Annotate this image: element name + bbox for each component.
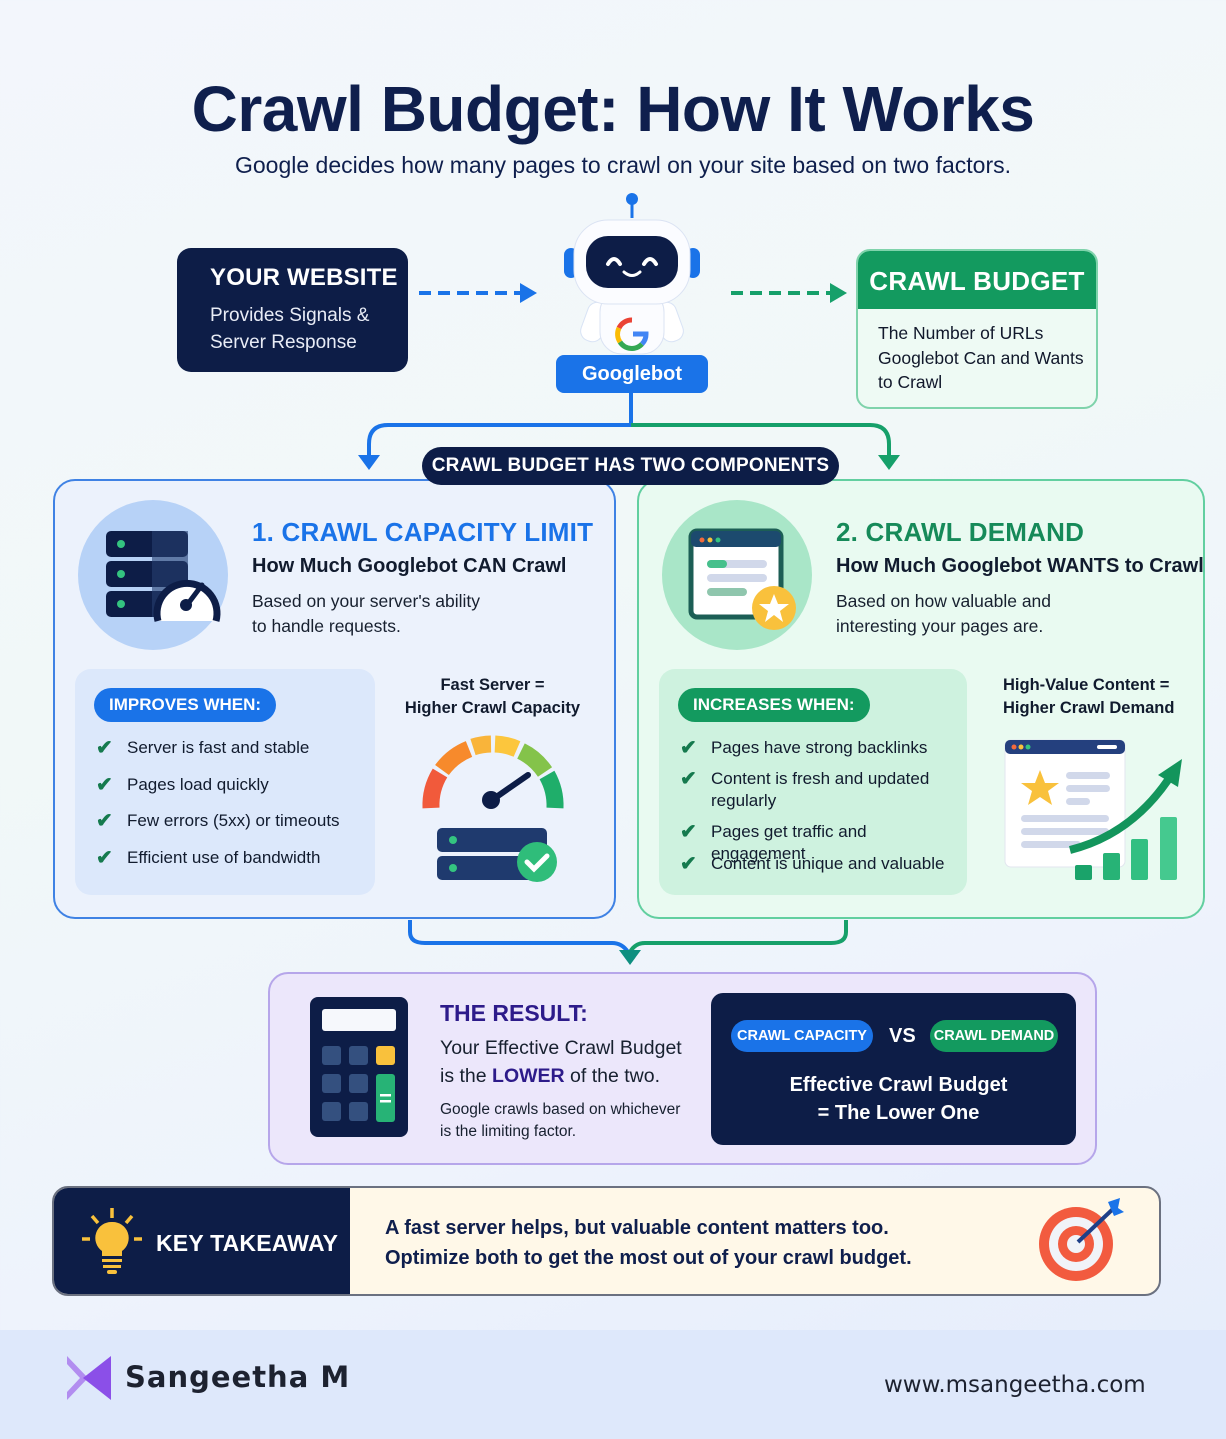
improves-when-badge: IMPROVES WHEN:	[94, 688, 277, 722]
capacity-title: 1. CRAWL CAPACITY LIMIT	[252, 517, 594, 547]
crawl-budget-line-1: The Number of URLs	[878, 323, 1044, 343]
demand-caption-1: High-Value Content =	[1003, 676, 1170, 694]
checkmark-icon: ✔	[96, 737, 113, 759]
demand-subtitle: How Much Googlebot WANTS to Crawl	[836, 555, 1204, 577]
crawl-budget-line-2: Googlebot Can and Wants	[878, 347, 1084, 368]
flow-connectors	[358, 283, 900, 965]
checkmark-icon: ✔	[680, 821, 697, 843]
demand-checklist: ✔Pages have strong backlinks ✔Content is…	[680, 737, 960, 884]
check-item: ✔Pages get traffic and engagement	[680, 821, 867, 863]
website-title: YOUR WEBSITE	[210, 264, 398, 291]
increases-when-badge: INCREASES WHEN:	[678, 688, 870, 722]
capacity-desc-2: to handle requests.	[252, 615, 401, 636]
capacity-desc-1: Based on your server's ability	[252, 591, 481, 611]
demand-title: 2. CRAWL DEMAND	[836, 517, 1085, 547]
check-item: ✔Efficient use of bandwidth	[96, 846, 321, 869]
checkmark-icon: ✔	[680, 768, 697, 790]
target-dart-icon	[1039, 1198, 1124, 1281]
brand-logo-icon	[67, 1356, 111, 1400]
result-main-2: is the LOWER of the two.	[440, 1065, 660, 1087]
checkmark-icon: ✔	[680, 853, 697, 875]
crawl-budget-box: CRAWL BUDGET The Number of URLs Googlebo…	[856, 249, 1098, 409]
capacity-caption-2: Higher Crawl Capacity	[404, 699, 581, 717]
result-small-1: Google crawls based on whichever	[440, 1101, 681, 1118]
content-growth-chart-icon	[1004, 739, 1182, 880]
crawl-budget-title: CRAWL BUDGET	[858, 251, 1096, 309]
check-item: ✔Content is unique and valuable	[680, 853, 945, 875]
check-item: ✔Few errors (5xx) or timeouts	[96, 810, 340, 832]
check-item: ✔Pages load quickly	[96, 773, 269, 796]
crawl-demand-chip: CRAWL DEMAND	[930, 1020, 1058, 1052]
check-item: ✔Pages have strong backlinks	[680, 737, 928, 759]
takeaway-line-2: Optimize both to get the most out of you…	[385, 1247, 912, 1269]
key-takeaway-label: KEY TAKEAWAY	[156, 1230, 339, 1256]
server-speedometer-icon	[106, 531, 221, 622]
page-subtitle: Google decides how many pages to crawl o…	[234, 152, 1012, 178]
checkmark-icon: ✔	[680, 737, 697, 759]
capacity-checklist: ✔Server is fast and stable ✔Pages load q…	[96, 737, 340, 883]
demand-desc-1: Based on how valuable and	[836, 591, 1052, 611]
checkmark-icon: ✔	[96, 846, 113, 869]
result-small-2: is the limiting factor.	[440, 1122, 577, 1140]
googlebot-label: Googlebot	[556, 355, 708, 393]
valuable-page-star-icon	[688, 528, 796, 630]
effective-line-1: Effective Crawl Budget	[789, 1074, 1008, 1096]
google-g-icon	[615, 317, 649, 351]
lightbulb-icon	[82, 1208, 142, 1274]
effective-budget-box	[711, 993, 1076, 1145]
two-components-label: CRAWL BUDGET HAS TWO COMPONENTS	[422, 447, 839, 485]
crawl-capacity-chip: CRAWL CAPACITY	[731, 1020, 873, 1052]
capacity-caption-1: Fast Server =	[440, 676, 545, 694]
check-item: ✔Server is fast and stable	[96, 737, 310, 759]
takeaway-line-1: A fast server helps, but valuable conten…	[385, 1217, 889, 1239]
checkmark-icon: ✔	[96, 810, 113, 832]
website-line-1: Provides Signals &	[210, 305, 370, 326]
crawl-budget-line-3: to Crawl	[878, 372, 943, 392]
page-title: Crawl Budget: How It Works	[191, 73, 1035, 145]
website-url[interactable]: www.msangeetha.com	[884, 1372, 1146, 1398]
brand-name: Sangeetha M	[125, 1360, 351, 1394]
result-main-1: Your Effective Crawl Budget	[440, 1037, 682, 1059]
footer	[0, 1330, 1226, 1439]
capacity-subtitle: How Much Googlebot CAN Crawl	[252, 555, 567, 577]
check-item: ✔Content is fresh and updated regularly	[680, 768, 930, 810]
website-line-2: Server Response	[210, 332, 357, 353]
lower-emphasis: LOWER	[492, 1065, 565, 1087]
demand-desc-2: interesting your pages are.	[836, 615, 1044, 636]
key-takeaway-box: KEY TAKEAWAY	[52, 1186, 1161, 1296]
calculator-icon	[310, 997, 408, 1137]
checkmark-icon: ✔	[96, 773, 113, 796]
effective-line-2: = The Lower One	[817, 1102, 980, 1124]
vs-label: VS	[889, 1025, 916, 1047]
googlebot-robot-icon	[564, 193, 700, 355]
result-title: THE RESULT:	[440, 1000, 588, 1026]
speed-gauge-server-icon	[422, 735, 564, 882]
demand-caption-2: Higher Crawl Demand	[1003, 699, 1175, 717]
your-website-box: YOUR WEBSITE Provides Signals & Server R…	[177, 248, 408, 372]
